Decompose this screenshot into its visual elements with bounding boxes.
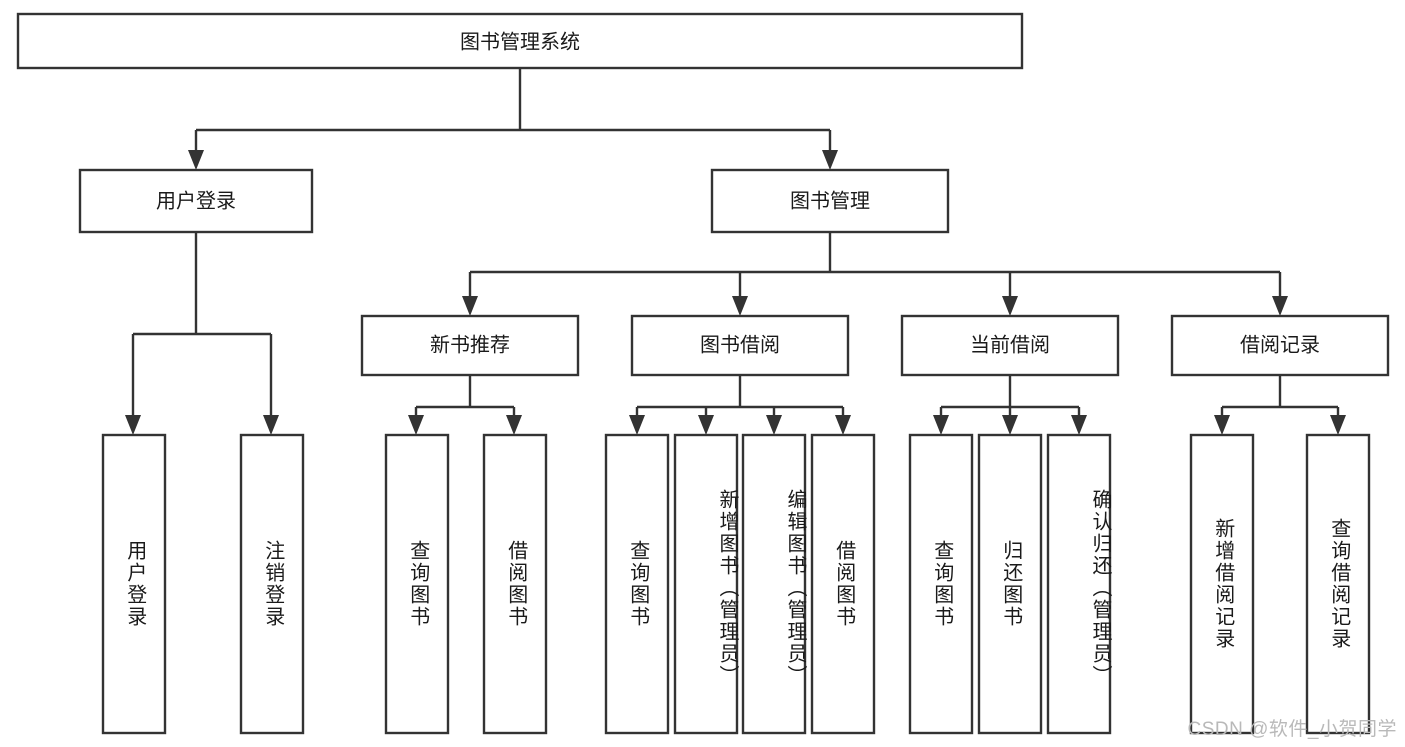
edge-group-user-login-to-leaves — [125, 232, 279, 435]
leaf-label-confirm-return: 确认归还（管理员） — [1089, 489, 1111, 687]
node-leaf-query-record-box[interactable] — [1305, 433, 1371, 735]
node-leaf-return-book-box[interactable] — [977, 433, 1043, 735]
arrow-root-to-book-management — [822, 150, 838, 170]
node-book-management-box[interactable] — [710, 168, 950, 234]
leaf-label-edit-book: 编辑图书（管理员） — [784, 489, 806, 687]
node-root-box[interactable] — [16, 12, 1024, 70]
leaf-label-query-record: 查询借阅记录 — [1327, 518, 1350, 650]
node-leaf-confirm-return-box[interactable] — [1046, 433, 1112, 735]
edge-group-new-book-to-leaves — [408, 375, 522, 435]
node-user-login-label: 用户登录 — [156, 189, 236, 212]
node-root-label: 图书管理系统 — [460, 30, 580, 53]
leaf-label-borrow-book-1: 借阅图书 — [504, 540, 527, 628]
leaf-label-return-book: 归还图书 — [999, 540, 1022, 628]
leaf-label-user-login: 用户登录 — [123, 540, 146, 628]
leaf-label-logout-login: 注销登录 — [261, 540, 284, 628]
node-borrow-record-box[interactable] — [1170, 314, 1390, 377]
node-leaf-add-record-box[interactable] — [1189, 433, 1255, 735]
edge-group-book-management-to-level3 — [462, 232, 1288, 316]
edge-group-borrow-record-to-leaves — [1214, 375, 1346, 435]
node-leaf-edit-book-box[interactable] — [741, 433, 807, 735]
arrow-root-to-user-login — [188, 150, 204, 170]
node-leaf-user-login-box[interactable] — [101, 433, 167, 735]
node-borrow-record-label: 借阅记录 — [1240, 333, 1320, 356]
arrow-user-login-to-leaf-1 — [125, 415, 141, 435]
node-leaf-borrow-book-2-box[interactable] — [810, 433, 876, 735]
arrow-bb-to-leaf-2 — [698, 415, 714, 435]
leaf-label-query-book-2: 查询图书 — [626, 540, 649, 628]
arrow-cb-to-leaf-2 — [1002, 415, 1018, 435]
node-leaf-query-book-3-box[interactable] — [908, 433, 974, 735]
arrow-bm-to-current-borrow — [1002, 296, 1018, 316]
arrow-br-to-leaf-2 — [1330, 415, 1346, 435]
arrow-cb-to-leaf-3 — [1071, 415, 1087, 435]
arrow-user-login-to-leaf-2 — [263, 415, 279, 435]
node-leaf-query-book-1-box[interactable] — [384, 433, 450, 735]
edge-group-current-borrow-to-leaves — [933, 375, 1087, 435]
node-new-book-recommend-label: 新书推荐 — [430, 333, 510, 356]
node-current-borrow-label: 当前借阅 — [970, 333, 1050, 356]
node-new-book-recommend-box[interactable] — [360, 314, 580, 377]
node-book-borrow-box[interactable] — [630, 314, 850, 377]
leaf-label-query-book-1: 查询图书 — [406, 540, 429, 628]
edge-group-book-borrow-to-leaves — [629, 375, 851, 435]
leaf-label-query-book-3: 查询图书 — [930, 540, 953, 628]
leaf-label-borrow-book-2: 借阅图书 — [832, 540, 855, 628]
arrow-nb-to-leaf-1 — [408, 415, 424, 435]
csdn-watermark: CSDN @软件_小贺同学 — [1187, 719, 1397, 740]
edge-group-root-to-level2 — [188, 68, 838, 170]
node-leaf-add-book-box[interactable] — [673, 433, 739, 735]
leaf-label-add-book: 新增图书（管理员） — [716, 489, 738, 687]
arrow-bb-to-leaf-4 — [835, 415, 851, 435]
node-current-borrow-box[interactable] — [900, 314, 1120, 377]
arrow-bb-to-leaf-3 — [766, 415, 782, 435]
arrow-nb-to-leaf-2 — [506, 415, 522, 435]
arrow-br-to-leaf-1 — [1214, 415, 1230, 435]
node-user-login-box[interactable] — [78, 168, 314, 234]
arrow-bm-to-borrow-record — [1272, 296, 1288, 316]
node-leaf-query-book-2-box[interactable] — [604, 433, 670, 735]
node-book-borrow-label: 图书借阅 — [700, 333, 780, 356]
node-leaf-logout-login-box[interactable] — [239, 433, 305, 735]
arrow-cb-to-leaf-1 — [933, 415, 949, 435]
leaf-label-add-record: 新增借阅记录 — [1211, 518, 1234, 650]
node-book-management-label: 图书管理 — [790, 189, 870, 212]
node-leaf-borrow-book-1-box[interactable] — [482, 433, 548, 735]
arrow-bb-to-leaf-1 — [629, 415, 645, 435]
arrow-bm-to-new-book — [462, 296, 478, 316]
arrow-bm-to-book-borrow — [732, 296, 748, 316]
